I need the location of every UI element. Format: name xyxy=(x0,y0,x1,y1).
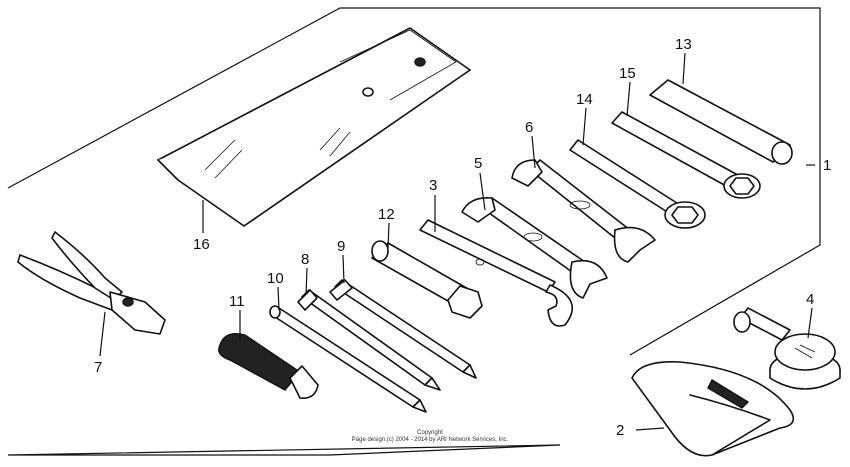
small-bag xyxy=(631,361,795,457)
extension-bar xyxy=(611,111,761,199)
pin-spanner xyxy=(419,219,574,327)
callout-9: 9 xyxy=(337,238,345,255)
handle-sleeve xyxy=(649,79,793,165)
box-wrench xyxy=(569,139,706,229)
callout-11: 11 xyxy=(229,293,245,310)
callout-12: 12 xyxy=(378,206,395,223)
kit-boundary xyxy=(7,7,821,456)
tool-pouch xyxy=(157,27,471,227)
callout-10: 10 xyxy=(267,270,284,287)
callout-16: 16 xyxy=(193,236,210,253)
copyright-label: Copyright xyxy=(417,430,443,436)
screwdriver-shaft-short xyxy=(269,305,427,413)
callout-13: 13 xyxy=(675,36,692,53)
plug-wrench xyxy=(371,240,483,319)
callout-8: 8 xyxy=(301,251,309,268)
callout-4: 4 xyxy=(806,291,814,308)
callout-14: 14 xyxy=(576,91,593,108)
callout-7: 7 xyxy=(94,359,102,376)
screwdriver-handle xyxy=(218,333,319,400)
callout-6: 6 xyxy=(525,119,533,136)
screwdriver-shaft-flat xyxy=(329,279,477,379)
callout-2: 2 xyxy=(616,422,624,439)
callout-3: 3 xyxy=(429,177,437,194)
copyright-notice: Page design (c) 2004 - 2014 by ARI Netwo… xyxy=(351,437,509,443)
callout-1: 1 xyxy=(823,157,831,174)
pliers xyxy=(17,231,166,335)
callout-5: 5 xyxy=(474,155,482,172)
open-end-wrench-small xyxy=(461,196,608,299)
callout-15: 15 xyxy=(619,65,636,82)
open-end-wrench-large xyxy=(511,159,656,263)
pressure-gauge xyxy=(733,307,841,390)
